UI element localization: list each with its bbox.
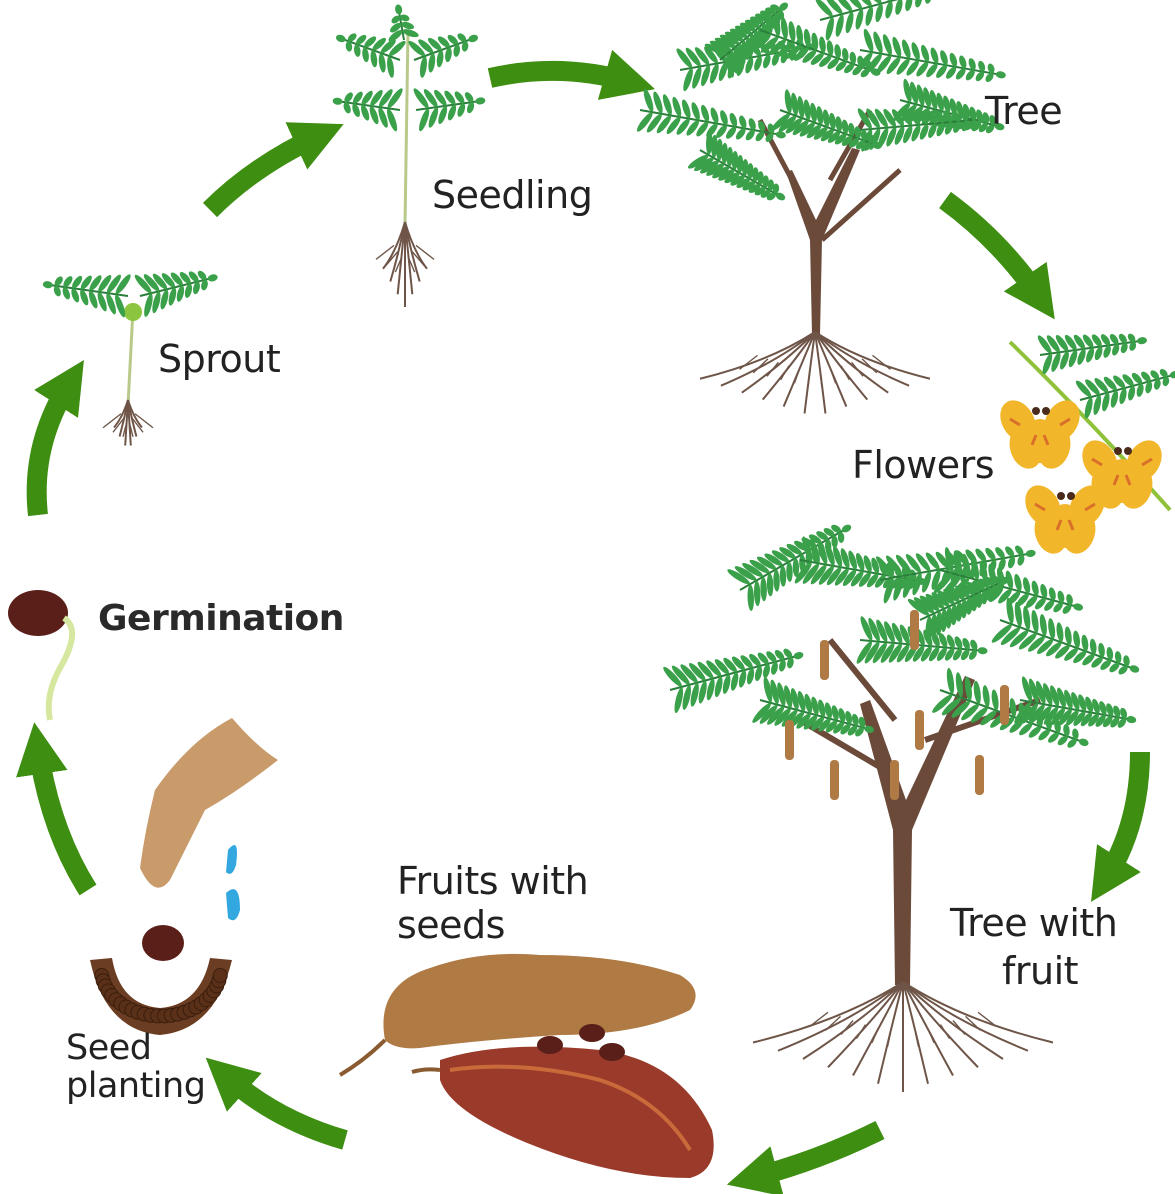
tree-with-fruit-icon bbox=[660, 504, 1147, 1092]
fruit-pod bbox=[830, 760, 839, 800]
leaf-frond bbox=[1035, 319, 1150, 376]
germinating-seed-icon bbox=[8, 590, 72, 720]
roots bbox=[700, 332, 930, 414]
cycle-arrow bbox=[1105, 752, 1140, 880]
leaf-frond bbox=[381, 2, 420, 44]
label-seedling: Seedling bbox=[432, 176, 592, 216]
stem bbox=[128, 310, 133, 405]
leaf-frond bbox=[329, 78, 405, 133]
loose-seed bbox=[537, 1036, 563, 1054]
cycle-arrow bbox=[37, 382, 70, 515]
label-sprout: Sprout bbox=[158, 340, 280, 380]
label-tree: Tree bbox=[985, 92, 1062, 132]
label-tree-with-fruit-line2: fruit bbox=[1002, 952, 1078, 992]
leaf-frond bbox=[750, 675, 881, 755]
loose-seed bbox=[579, 1024, 605, 1042]
fruit-pod bbox=[915, 710, 924, 750]
fruit-pod bbox=[1000, 685, 1009, 725]
seed-planting-icon bbox=[90, 718, 278, 1035]
label-germination: Germination bbox=[98, 600, 344, 638]
soil-grain bbox=[213, 969, 227, 983]
fruit-pod bbox=[910, 610, 919, 650]
cycle-arrow bbox=[490, 71, 630, 82]
roots bbox=[376, 222, 434, 307]
label-flowers: Flowers bbox=[852, 446, 994, 486]
leaf-frond bbox=[854, 27, 1009, 98]
cycle-arrow bbox=[752, 1130, 880, 1178]
fruit-pods-icon bbox=[340, 954, 714, 1178]
leaf-frond bbox=[132, 254, 223, 319]
seedling-plant-icon bbox=[329, 2, 489, 307]
seed-leaf bbox=[124, 303, 142, 321]
label-seed-planting-line2: planting bbox=[66, 1068, 205, 1105]
pod-stem bbox=[340, 1040, 385, 1075]
leaf-frond bbox=[40, 261, 134, 319]
fruit-pod bbox=[785, 720, 794, 760]
label-fruits-with-seeds-line1: Fruits with bbox=[397, 862, 588, 902]
radicle bbox=[49, 618, 72, 720]
label-fruits-with-seeds-line2: seeds bbox=[397, 906, 505, 946]
fruit-pod bbox=[890, 760, 899, 800]
flower bbox=[993, 394, 1087, 472]
stem bbox=[405, 30, 408, 225]
trunk bbox=[786, 148, 860, 335]
fruit-pod bbox=[975, 755, 984, 795]
loose-seed bbox=[599, 1043, 625, 1061]
water-drops bbox=[226, 845, 240, 920]
seed bbox=[8, 590, 68, 636]
fruit-pod bbox=[820, 640, 829, 680]
roots bbox=[103, 400, 153, 446]
cycle-arrow bbox=[225, 1075, 345, 1140]
leaf-frond bbox=[1073, 353, 1175, 421]
cycle-arrow bbox=[210, 135, 320, 210]
pod-stem bbox=[412, 1069, 440, 1072]
planted-seed bbox=[142, 925, 184, 961]
label-seed-planting-line1: Seed bbox=[66, 1030, 152, 1067]
leaf-frond bbox=[685, 128, 797, 219]
leaf-frond bbox=[411, 77, 489, 133]
label-tree-with-fruit-line1: Tree with bbox=[950, 904, 1117, 944]
hand bbox=[140, 718, 278, 888]
whole-pod bbox=[383, 954, 695, 1048]
roots bbox=[753, 982, 1053, 1092]
cycle-arrow bbox=[38, 748, 88, 890]
leaf-frond bbox=[405, 17, 485, 80]
flower bbox=[1018, 479, 1112, 557]
flowers-icon bbox=[993, 319, 1175, 557]
leaf-frond bbox=[813, 0, 979, 43]
leaf-frond bbox=[854, 615, 990, 677]
cycle-arrow bbox=[945, 200, 1040, 298]
